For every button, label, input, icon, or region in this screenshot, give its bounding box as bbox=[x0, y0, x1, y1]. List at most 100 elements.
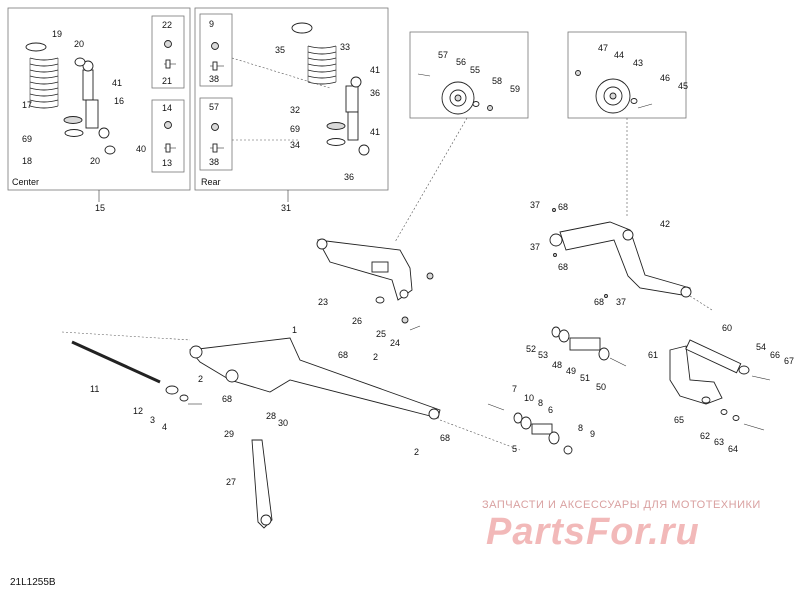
label-68-d: 68 bbox=[338, 350, 348, 360]
label-30: 30 bbox=[278, 418, 288, 428]
label-21: 21 bbox=[162, 76, 172, 86]
center-shock-absorber bbox=[82, 60, 110, 139]
label-2-c: 2 bbox=[414, 447, 419, 457]
label-26: 26 bbox=[352, 316, 362, 326]
label-28: 28 bbox=[266, 411, 276, 421]
label-5: 5 bbox=[512, 444, 517, 454]
diagram-code: 21L1255B bbox=[10, 577, 56, 588]
label-8-a: 8 bbox=[538, 398, 543, 408]
rear-box-title: Rear bbox=[201, 177, 221, 187]
label-57: 57 bbox=[209, 102, 219, 112]
label-16: 16 bbox=[114, 96, 124, 106]
label-59: 59 bbox=[510, 84, 520, 94]
label-9: 9 bbox=[209, 19, 214, 29]
label-36: 36 bbox=[370, 88, 380, 98]
label-6: 6 bbox=[548, 405, 553, 415]
label-64: 64 bbox=[728, 444, 738, 454]
label-68-e: 68 bbox=[222, 394, 232, 404]
label-40: 40 bbox=[136, 144, 146, 154]
label-7: 7 bbox=[512, 384, 517, 394]
label-27: 27 bbox=[226, 477, 236, 487]
label-1: 1 bbox=[292, 325, 297, 335]
label-38b: 38 bbox=[209, 157, 219, 167]
axle-group: 7 10 8 6 5 8 9 2 68 bbox=[414, 384, 595, 457]
label-68-a: 68 bbox=[558, 202, 568, 212]
label-4: 4 bbox=[162, 422, 167, 432]
label-23: 23 bbox=[318, 297, 328, 307]
label-12: 12 bbox=[133, 406, 143, 416]
label-47: 47 bbox=[598, 43, 608, 53]
label-67: 67 bbox=[784, 356, 794, 366]
label-34: 34 bbox=[290, 140, 300, 150]
label-17: 17 bbox=[22, 100, 32, 110]
label-66: 66 bbox=[770, 350, 780, 360]
label-69: 69 bbox=[22, 134, 32, 144]
watermark-logo: PartsFor.ru bbox=[486, 511, 700, 553]
label-14: 14 bbox=[162, 103, 172, 113]
label-29: 29 bbox=[224, 429, 234, 439]
label-38: 38 bbox=[209, 74, 219, 84]
front-swing-arm: 1 11 2 68 12 3 4 68 2 28 29 30 27 bbox=[61, 325, 521, 529]
label-68-f: 68 bbox=[440, 433, 450, 443]
label-41-rear: 41 bbox=[370, 65, 380, 75]
label-8-b: 8 bbox=[578, 423, 583, 433]
label-20b: 20 bbox=[90, 156, 100, 166]
label-24: 24 bbox=[390, 338, 400, 348]
label-2-a: 2 bbox=[198, 374, 203, 384]
label-49: 49 bbox=[566, 366, 576, 376]
label-48: 48 bbox=[552, 360, 562, 370]
label-53: 53 bbox=[538, 350, 548, 360]
label-25: 25 bbox=[376, 329, 386, 339]
idler-wheel-box-right: 47 44 43 46 45 bbox=[567, 31, 688, 119]
label-41: 41 bbox=[112, 78, 122, 88]
rear-shock-absorber bbox=[345, 76, 370, 156]
label-20: 20 bbox=[74, 39, 84, 49]
center-spring bbox=[25, 42, 59, 109]
label-44: 44 bbox=[614, 50, 624, 60]
rear-axle-group: 52 53 48 49 51 50 bbox=[526, 326, 627, 392]
watermark-tagline: ЗАПЧАСТИ И АКСЕССУАРЫ ДЛЯ МОТОТЕХНИКИ bbox=[482, 499, 761, 511]
label-61: 61 bbox=[648, 350, 658, 360]
label-63: 63 bbox=[714, 437, 724, 447]
label-22: 22 bbox=[162, 20, 172, 30]
label-65: 65 bbox=[674, 415, 684, 425]
label-11: 11 bbox=[90, 384, 99, 394]
label-68-c: 68 bbox=[594, 297, 604, 307]
center-shock-box: Center 19 20 41 17 16 69 18 20 bbox=[7, 7, 191, 191]
label-33: 33 bbox=[340, 42, 350, 52]
label-52: 52 bbox=[526, 344, 536, 354]
label-35: 35 bbox=[275, 45, 285, 55]
center-box-title: Center bbox=[12, 177, 39, 187]
label-41-rear-b: 41 bbox=[370, 127, 380, 137]
rear-bracket-group: 60 54 66 67 61 65 62 63 64 bbox=[648, 323, 794, 454]
label-62: 62 bbox=[700, 431, 710, 441]
rear-spring bbox=[291, 22, 337, 85]
label-46: 46 bbox=[660, 73, 670, 83]
label-3: 3 bbox=[150, 415, 155, 425]
label-13: 13 bbox=[162, 158, 172, 168]
label-56: 56 bbox=[456, 57, 466, 67]
front-cross-bracket: 23 26 25 24 bbox=[316, 238, 434, 348]
label-2-b: 2 bbox=[373, 352, 378, 362]
label-37-b: 37 bbox=[530, 242, 540, 252]
rear-shock-box: Rear 9 38 57 38 35 33 41 36 32 69 34 bbox=[194, 7, 389, 191]
label-58: 58 bbox=[492, 76, 502, 86]
label-37-c: 37 bbox=[616, 297, 626, 307]
label-68-b: 68 bbox=[558, 262, 568, 272]
center-box-ref: 15 bbox=[95, 203, 105, 213]
label-36-rear-b: 36 bbox=[344, 172, 354, 182]
label-19: 19 bbox=[52, 29, 62, 39]
label-45: 45 bbox=[678, 81, 688, 91]
label-60: 60 bbox=[722, 323, 732, 333]
label-69-rear: 69 bbox=[290, 124, 300, 134]
label-10: 10 bbox=[524, 393, 534, 403]
idler-wheel-box-left: 57 56 55 58 59 bbox=[409, 31, 529, 119]
rear-arm-assembly: 37 68 42 37 68 68 37 bbox=[530, 200, 692, 307]
label-43: 43 bbox=[633, 58, 643, 68]
label-50: 50 bbox=[596, 382, 606, 392]
label-37-a: 37 bbox=[530, 200, 540, 210]
rear-box-ref: 31 bbox=[281, 203, 291, 213]
label-55: 55 bbox=[470, 65, 480, 75]
label-51: 51 bbox=[580, 373, 590, 383]
